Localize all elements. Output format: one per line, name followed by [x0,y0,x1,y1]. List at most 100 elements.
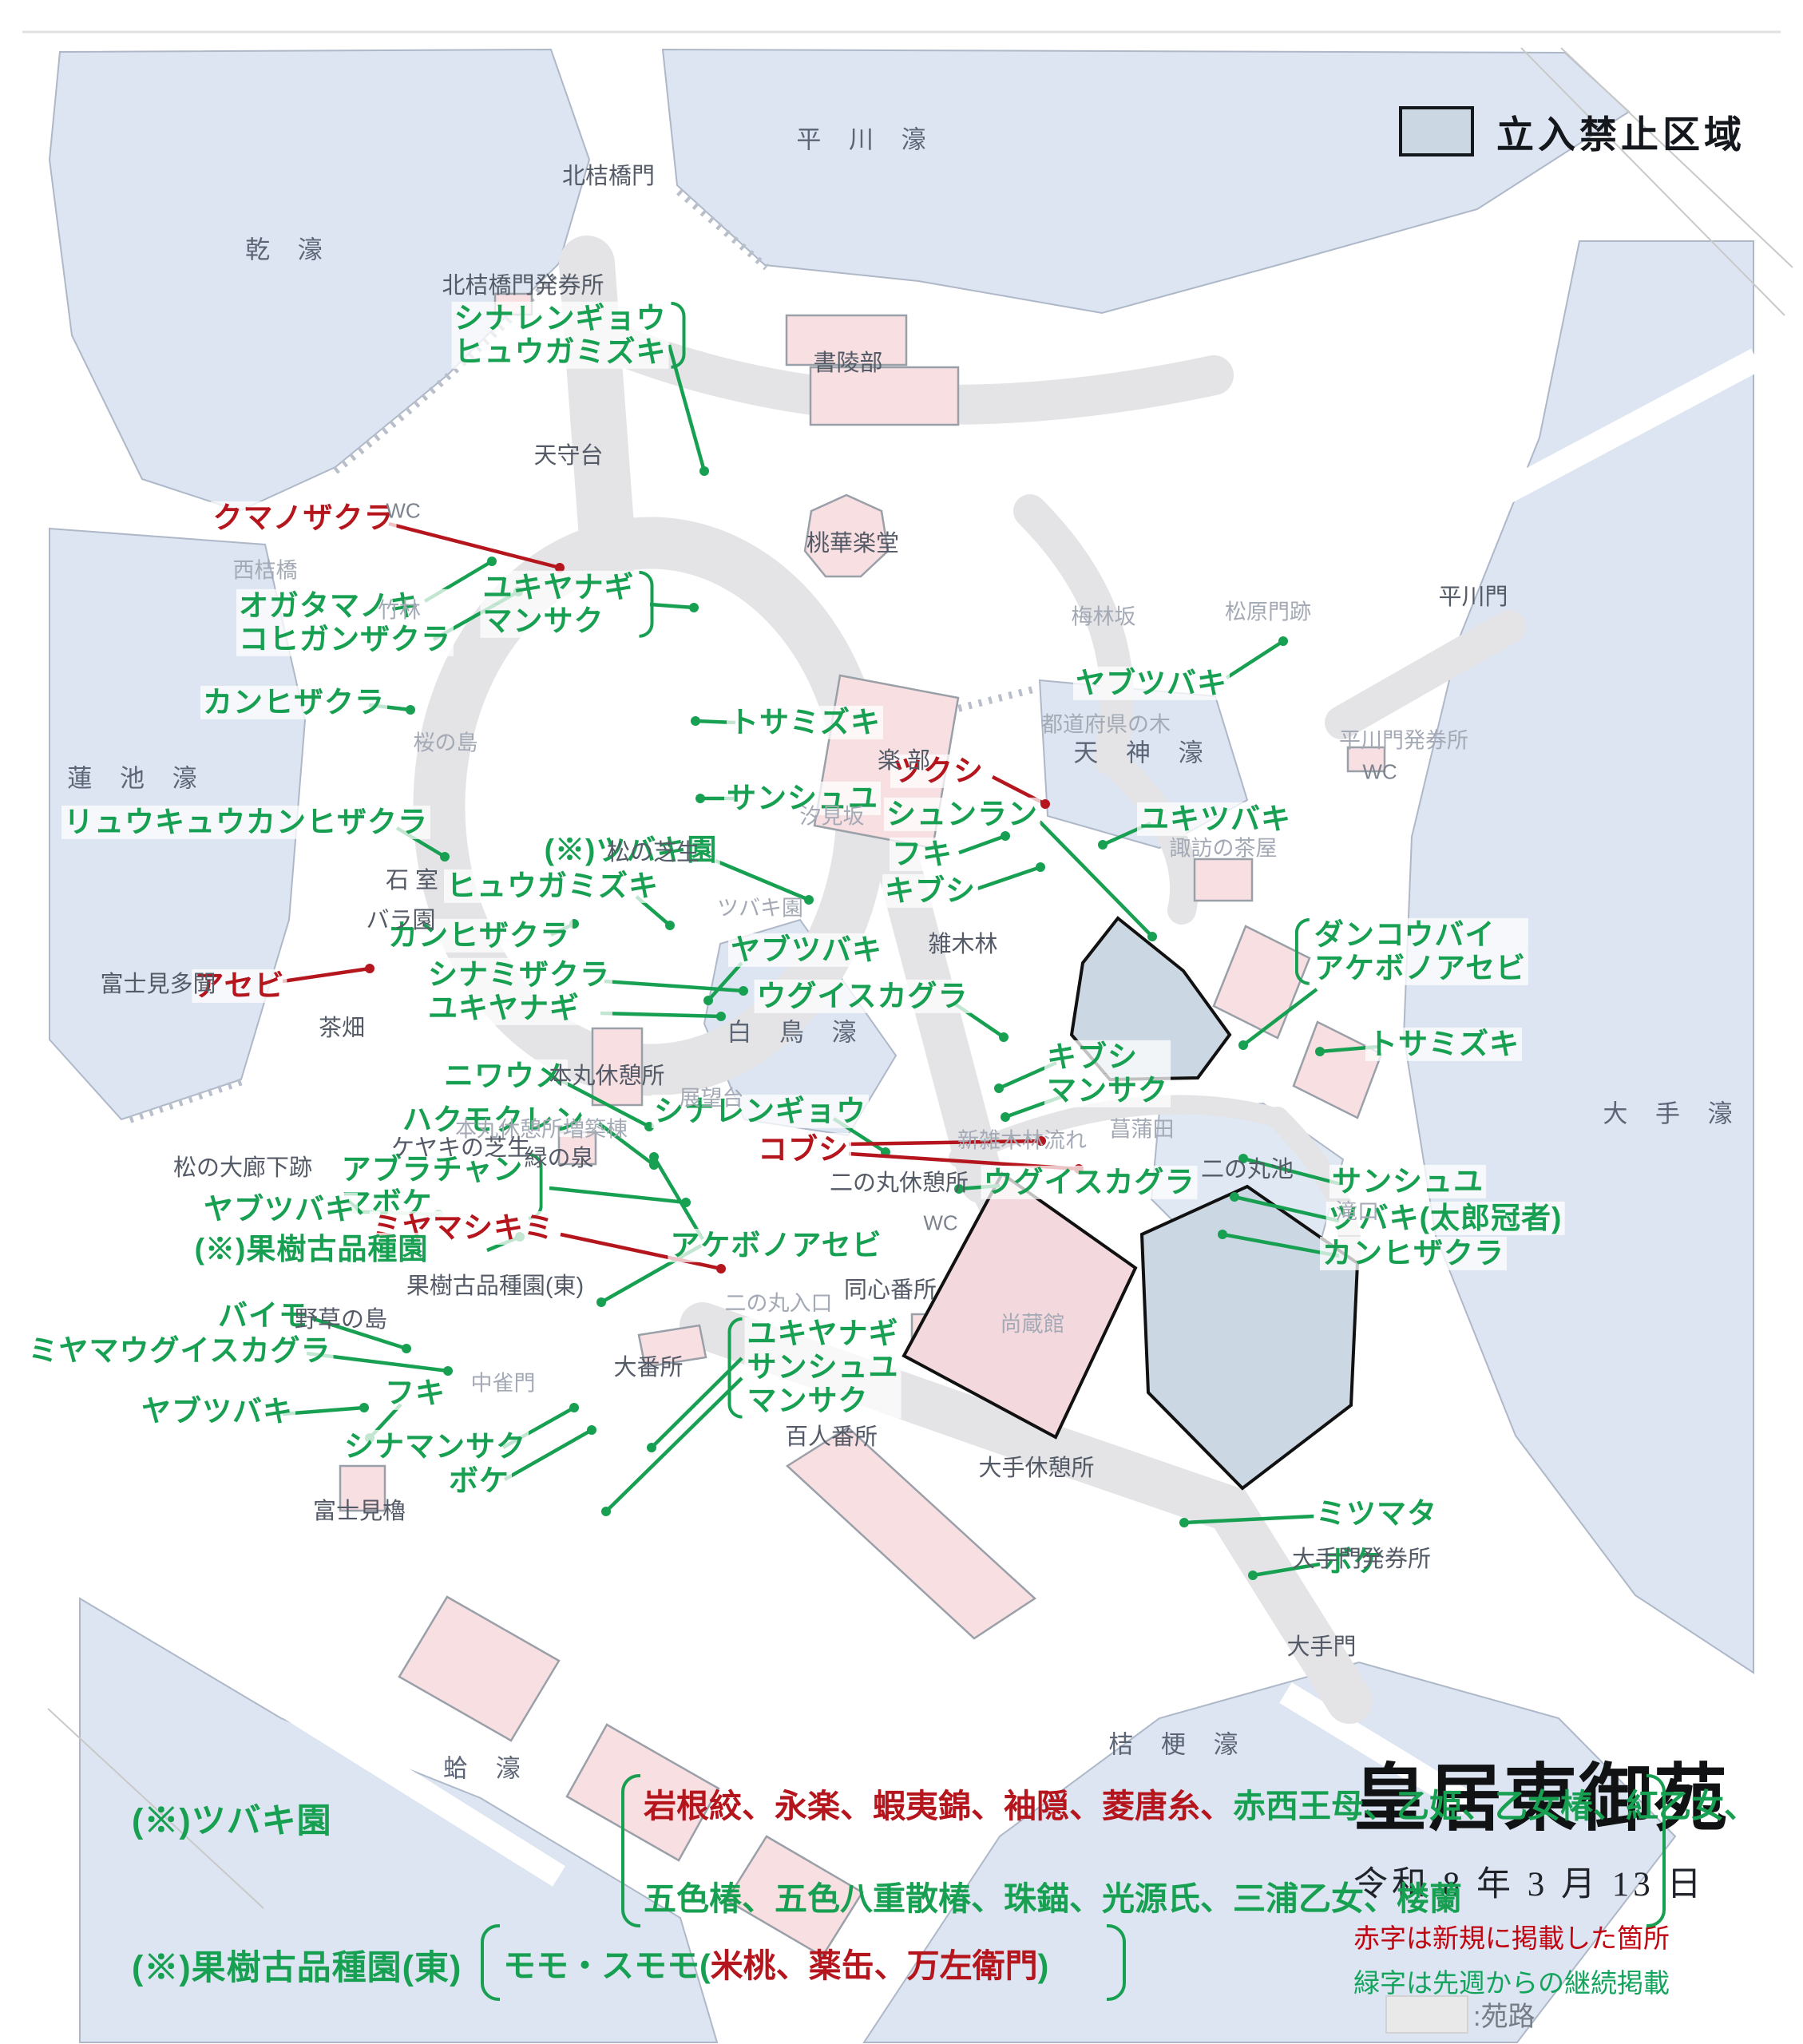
plant-label-hyugamizuki-2: ヒュウガミズキ [444,869,661,904]
footnote-line: モモ・スモモ(米桃、薬缶、万左衛門) [503,1947,1049,1984]
place-label: 平川門 [1438,584,1508,610]
place-label: 桜の島 [413,731,478,755]
place-label: 諏訪の茶屋 [1169,836,1278,861]
restricted-area-label: 立入禁止区域 [1496,113,1746,156]
place-label: 梅林坂 [1071,604,1136,629]
footnote-kaju-bracket-left [481,1924,500,2001]
place-label: 大手門 [1286,1634,1357,1660]
place-label: 茶畑 [318,1016,366,1041]
plant-label-mitsumata: ミツマタ [1314,1496,1440,1531]
place-label: 百人番所 [784,1424,878,1450]
title-block: 皇居東御苑 令和 8 年 3 月 13 日 赤字は新規に掲載した箇所 緑字は先週… [1353,1739,1801,2000]
plant-label-shunran: シュンラン [884,797,1040,832]
place-label: 松の大廊下跡 [172,1155,313,1181]
footnote-kaju-list: モモ・スモモ(米桃、薬缶、万左衛門) [503,1939,1048,1984]
place-label: 尚蔵館 [1000,1312,1065,1337]
place-label: 白 鳥 濠 [727,1018,867,1047]
place-label: 展望台 [679,1086,744,1111]
plant-label-kobushi: コブシ [755,1132,851,1167]
place-label: 富士見多聞 [100,972,216,997]
place-label: 松原門跡 [1225,600,1311,624]
plant-label-kanhizakura-3: カンヒザクラ [1320,1236,1507,1271]
plant-label-boke-left: ボケ [446,1464,512,1499]
path-label: :苑路 [1473,2002,1536,2032]
plant-label-sanshuyu-1: サンシュユ [724,781,881,816]
note-green: 緑字は先週からの継続掲載 [1353,1970,1670,1998]
plant-label-akebonoasebi-center: アケボノアセビ [668,1228,885,1263]
place-label: 蛤 濠 [443,1754,531,1783]
plant-label-uguisukagura-2: ウグイスカグラ [981,1165,1198,1200]
plant-label-boke-right: ボケ [1321,1544,1386,1579]
place-label: 石 室 [385,868,439,893]
plant-label-kanhizakura-1: カンヒザクラ [200,685,387,720]
bracket [671,301,686,370]
place-label: 二の丸休憩所 [829,1171,969,1196]
place-label: バラ園 [366,908,436,933]
place-label: 大手休憩所 [978,1456,1095,1481]
footnote-tsubaki-list: 岩根絞、永楽、蝦夷錦、袖隠、菱唐糸、赤西王母、乙姫、乙女椿、紅乙女、五色椿、五色… [644,1779,1757,1919]
plant-label-baimo: バイモ [216,1298,311,1333]
plant-label-tosamizuki-1: トサミズキ [727,705,883,740]
footnote-tsubaki-label: (※)ツバキ園 [132,1802,332,1840]
place-label: 北桔橋門 [561,164,656,189]
plant-label-yukitsubaki: ユキツバキ [1137,802,1294,837]
place-label: WC [923,1210,958,1235]
place-label: 新雑木林流れ [957,1128,1087,1153]
plant-label-niwaume: ニワウメ [442,1059,568,1094]
restricted-zone-2 [1139,1184,1360,1491]
place-label: WC [386,498,421,523]
place-label: 竹林 [378,598,421,623]
place-label: 桔 梗 濠 [1108,1730,1249,1759]
place-label: 西桔橋 [232,558,298,583]
place-label: 楽 部 [877,748,931,774]
footnote-kaju-bracket-right [1107,1924,1126,2001]
plant-label-hakumokuren: ハクモクレン [400,1103,587,1138]
place-label: ツバキ園 [717,896,803,921]
plant-label-yabutsubaki-left: ヤブツバキ [201,1192,358,1227]
place-label: 大番所 [613,1355,684,1380]
plant-label-tosamizuki-2: トサミズキ [1365,1027,1522,1062]
place-label: 果樹古品種園(東) [406,1274,584,1299]
place-label: 富士見櫓 [312,1499,406,1524]
plant-label-miyamauguisukagura: ミヤマウグイスカグラ [26,1333,334,1369]
place-label: 平 川 濠 [796,125,937,154]
plant-label-fuki-2: フキ [382,1376,448,1411]
place-label: 緑の泉 [524,1146,594,1171]
plant-label-fuki-1: フキ [890,837,955,872]
place-label: 天 神 濠 [1073,739,1214,767]
restricted-area-legend: 立入禁止区域 [1399,104,1746,159]
plant-label-tsubakien-map: (※)ツバキ園 [541,833,720,868]
plant-label-shinamansaku: シナマンサク [342,1429,529,1464]
path-swatch [1385,1994,1468,2034]
place-label: 二の丸池 [1200,1157,1294,1182]
plant-label-asebi: アセビ [192,969,287,1004]
plant-label-kanhizakura-2: カンヒザクラ [386,918,573,953]
place-label: 大 手 濠 [1603,1099,1743,1128]
footnote-kaju-label: (※)果樹古品種園(東) [132,1949,462,1987]
plant-label-uguisukagura-1: ウグイスカグラ [754,979,971,1014]
path-legend: :苑路 [1385,1994,1535,2034]
place-label: 書陵部 [813,351,883,376]
place-label: 同心番所 [843,1278,937,1303]
plant-label-sanshuyu-2: サンシュユ [1329,1164,1486,1199]
place-label: 蓮 池 濠 [67,764,208,793]
place-label: ケヤキの芝生 [390,1135,531,1161]
plant-label-kibushi-mansaku: キブシマンサク [1044,1040,1171,1108]
place-label: 大手門発券所 [1291,1547,1432,1572]
plant-label-dankobai-akebonoasebi: ダンコウバイアケボノアセビ [1294,917,1529,986]
place-label: 野草の島 [294,1307,388,1333]
plant-label-shinarengyo-hyugamizuki: シナレンギョウヒュウガミズキ [451,301,686,370]
plant-label-kibushi-1: キブシ [882,873,978,909]
place-label: 汐見坂 [799,804,865,829]
place-label: 都道府県の木 [1041,712,1171,737]
plant-label-yukiyanagi-mansaku: ユキヤナギマンサク [480,570,654,639]
place-label: 乾 濠 [245,236,333,264]
shozokan-building [902,1171,1138,1440]
plant-label-yabutsubaki-tenjin: ヤブツバキ [1073,666,1230,701]
footnote-line: 岩根絞、永楽、蝦夷錦、袖隠、菱唐糸、赤西王母、乙姫、乙女椿、紅乙女、 [644,1788,1757,1824]
plant-label-ogatamanoki-kohiganzakura: オガタマノキコヒガンザクラ [236,588,454,657]
plant-label-aburachan-maboke: アブラチャンマボケ [339,1152,543,1221]
restricted-area-swatch [1399,106,1474,156]
